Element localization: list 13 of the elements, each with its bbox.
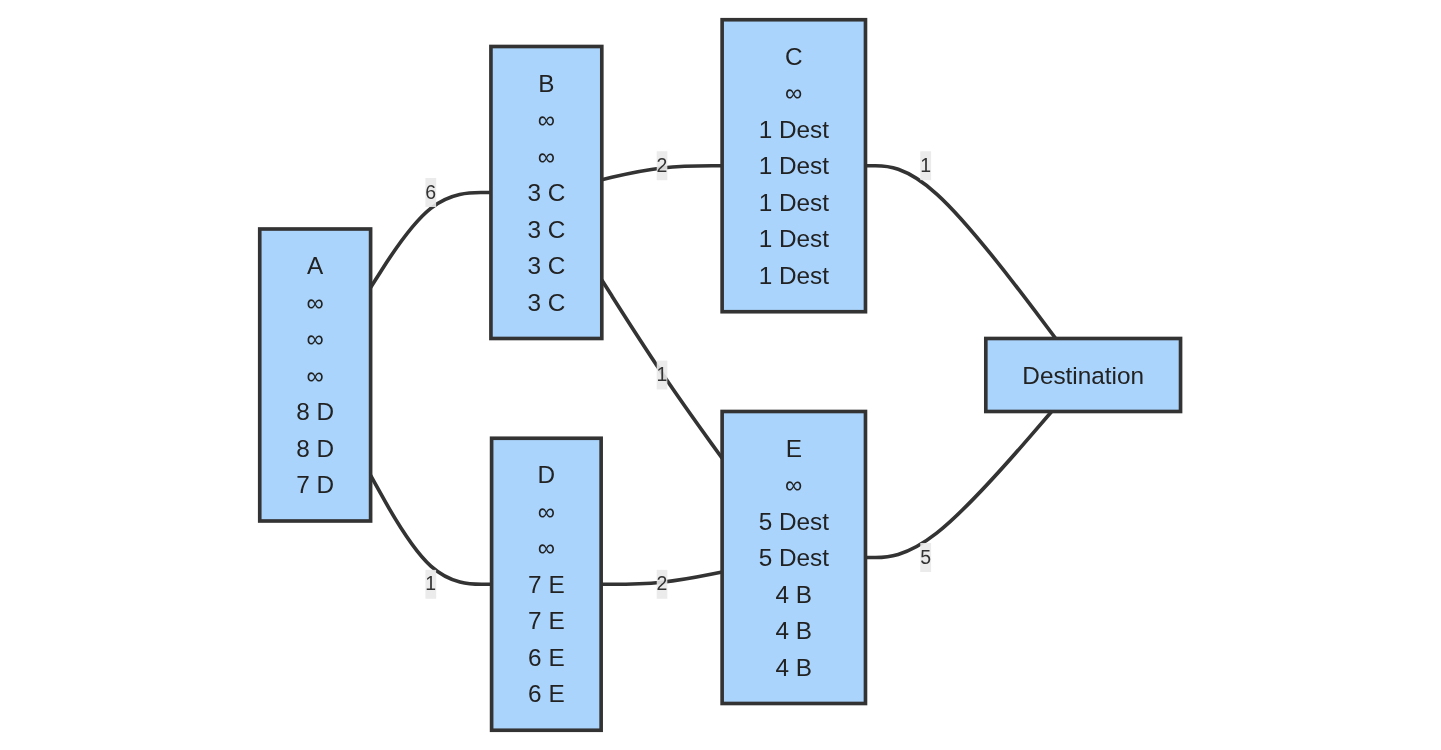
edge-label: 2 — [656, 573, 668, 594]
edge-label: 1 — [425, 573, 437, 594]
edge-label: 1 — [920, 154, 932, 176]
node-box: B ∞ ∞ 3 C 3 C 3 C 3 C — [489, 44, 604, 341]
node-box: C ∞ 1 Dest 1 Dest 1 Dest 1 Dest 1 Dest — [720, 17, 868, 314]
edge-label: 1 — [656, 364, 668, 385]
edge-label: 6 — [425, 181, 437, 203]
edge-label: 5 — [920, 546, 932, 568]
node-box: Destination — [984, 336, 1183, 414]
node-box: D ∞ ∞ 7 E 7 E 6 E 6 E — [490, 436, 604, 733]
node-box: E ∞ 5 Dest 5 Dest 4 B 4 B 4 B — [720, 409, 868, 706]
node-box: A ∞ ∞ ∞ 8 D 8 D 7 D — [258, 227, 373, 523]
edge-label: 2 — [656, 154, 668, 176]
